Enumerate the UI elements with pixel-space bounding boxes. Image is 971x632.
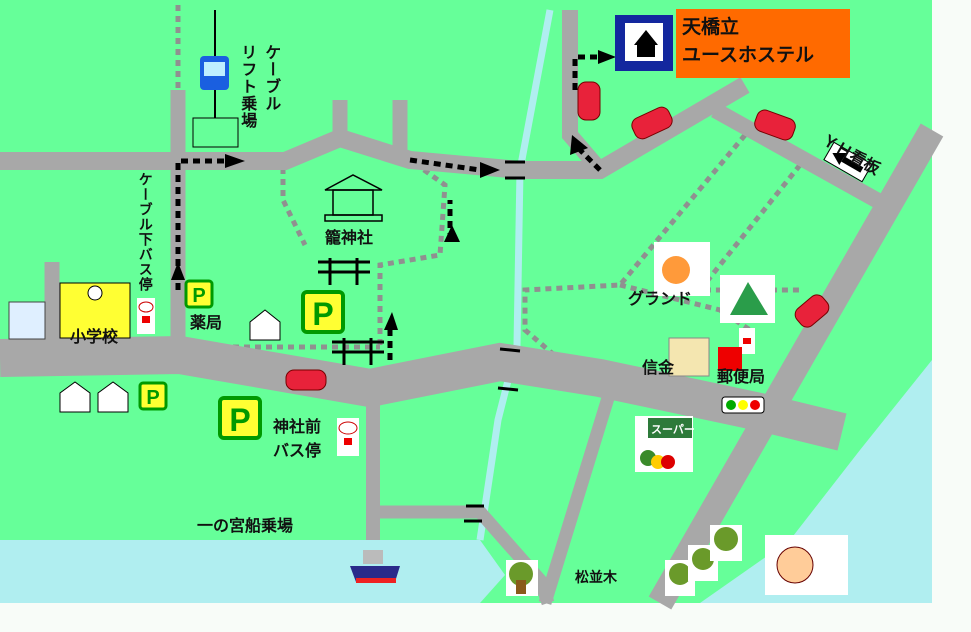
sea-west [0,540,480,603]
yh-sign-arrow-icon [823,141,873,183]
youth-hostel-label[interactable]: 天橋立 ユースホステル [676,9,850,78]
parking-icons: P P P P [138,279,345,440]
label-post-office: 郵便局 [717,367,766,386]
police-box-icon [8,301,46,340]
label-cable-lift-col2: リフト乗場 [238,44,258,129]
hostel-name-line1: 天橋立 [682,16,740,38]
svg-text:P: P [312,296,333,332]
label-shrine-bus-stop-2: バス停 [273,441,322,460]
label-pine-trees: 松並木 [575,570,617,586]
label-pharmacy: 薬局 [190,313,223,332]
svg-text:P: P [146,387,159,409]
baseball-glove-icon [662,256,690,284]
supermarket-sign: スーパー [651,423,695,436]
swimmer-icon [765,535,848,595]
ship-icon [350,550,400,583]
river [476,9,554,541]
school-icon [59,282,131,339]
river-mouth [480,540,505,603]
car-icons [285,81,830,391]
label-school: 小学校 [70,327,119,346]
supermarket-icon [635,416,693,472]
sea-east [700,360,932,603]
label-ground: グランド [628,289,693,308]
bridges [464,160,525,523]
traffic-signal-icon [721,396,765,414]
label-shrine: 籠神社 [325,228,374,247]
shrine-icon [324,174,383,222]
svg-text:P: P [229,402,250,438]
restaurant-icons [59,309,281,413]
arrow-heads [171,50,616,330]
label-shrine-bus-stop-1: 神社前 [273,417,322,436]
label-cable-bus-stop: ケーブル下バス停 [136,172,153,292]
svg-text:P: P [192,285,205,307]
label-cable-lift-col1: ケーブル [262,44,282,112]
slide-icon [730,282,768,315]
cable-lift-icon [192,10,239,148]
post-box-icon [718,347,742,371]
hostel-name-line2: ユースホステル [682,44,815,66]
youth-hostel-sign-icon [615,15,673,71]
bank-icon [668,337,710,377]
label-bank: 信金 [642,358,675,377]
pine-tree-icons [506,525,742,596]
label-ferry: 一の宮船乗場 [197,516,294,535]
land [0,0,932,603]
torii-icon [318,258,384,365]
bus-stop-icons [137,298,755,456]
